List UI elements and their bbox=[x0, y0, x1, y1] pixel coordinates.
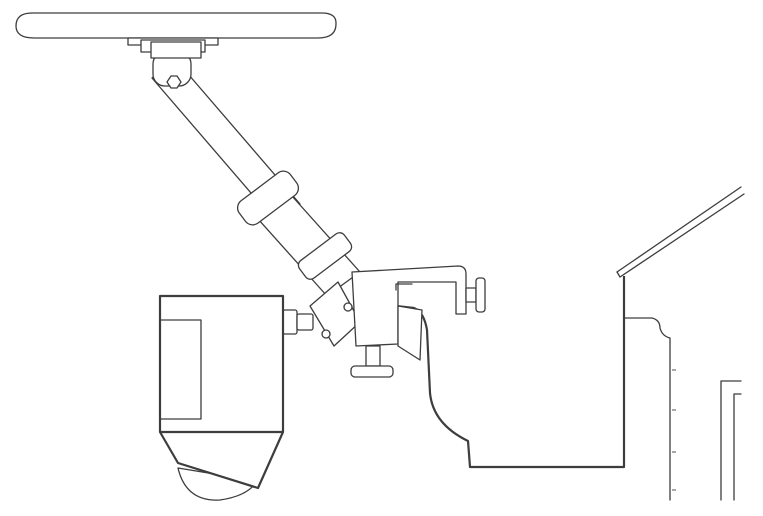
screw-icon bbox=[343, 302, 353, 312]
camera-label-plate bbox=[159, 319, 202, 420]
wall-profile bbox=[395, 276, 626, 469]
clamp-jaw bbox=[397, 305, 423, 361]
arm-collar-lower bbox=[297, 232, 353, 280]
roof-edge bbox=[616, 186, 745, 278]
camera-body bbox=[158, 294, 285, 490]
window-frame bbox=[720, 380, 742, 501]
camera-connector bbox=[282, 309, 298, 335]
screw-icon bbox=[321, 329, 331, 339]
wall-edge bbox=[623, 317, 671, 501]
building-wall bbox=[395, 186, 745, 501]
dish-mount-base bbox=[150, 41, 202, 59]
thumb-screw-side bbox=[465, 277, 486, 313]
hex-bolt-icon bbox=[166, 75, 182, 89]
telescoping-arm bbox=[151, 51, 361, 347]
c-clamp bbox=[350, 265, 486, 378]
thumb-screw-bottom bbox=[350, 345, 394, 378]
dish-shell bbox=[15, 12, 337, 39]
clamp-hook bbox=[395, 283, 413, 291]
antenna-dish bbox=[15, 12, 337, 59]
clamp-body bbox=[351, 265, 467, 347]
swivel-joint bbox=[309, 281, 361, 347]
arm-collar-upper bbox=[236, 170, 300, 226]
wall-ticks bbox=[672, 369, 676, 491]
camera-housing bbox=[158, 294, 314, 501]
camera-connector-neck bbox=[296, 313, 314, 331]
